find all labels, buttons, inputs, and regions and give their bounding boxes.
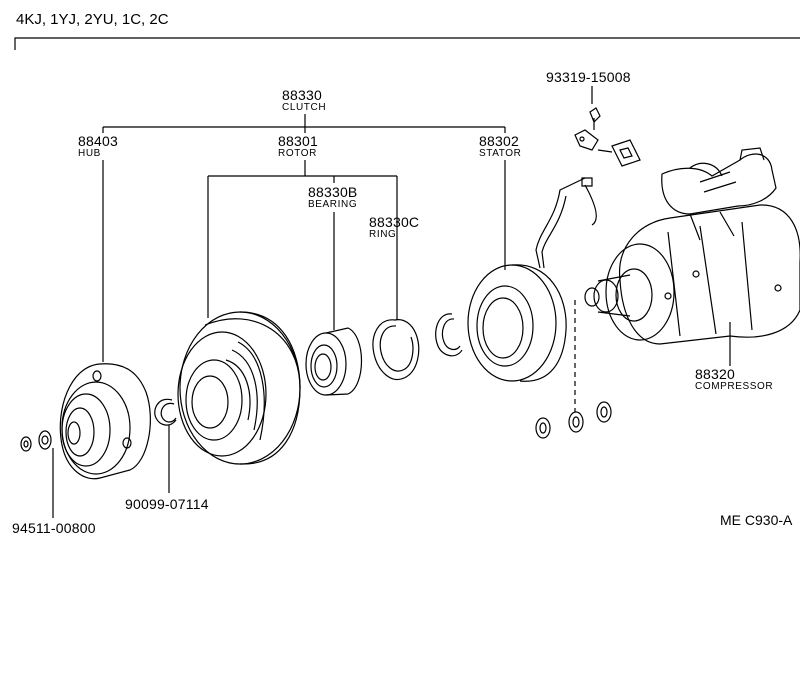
rotor-part (178, 312, 300, 464)
connector-part (575, 108, 640, 166)
frame-line (15, 38, 800, 50)
ring-part-name: RING (369, 229, 397, 240)
stator-part-number: 88302 (479, 133, 519, 149)
bearing-part (306, 328, 362, 395)
stator-part (468, 178, 596, 381)
clutch-part-name: CLUTCH (282, 102, 327, 113)
bearing-part-number: 88330B (308, 184, 358, 200)
ring-part-number: 88330C (369, 214, 420, 230)
bearing-part-name: BEARING (308, 199, 358, 210)
stator-part-name: STATOR (479, 148, 522, 159)
hub-part-name: HUB (78, 148, 101, 159)
shim-parts (536, 300, 611, 438)
ring-part (373, 320, 419, 380)
snap-ring-part (155, 399, 176, 425)
compressor-part-name: COMPRESSOR (695, 381, 774, 392)
rotor-part-number: 88301 (278, 133, 318, 149)
snap-ring-part-number: 90099-07114 (125, 496, 209, 512)
clutch-leader-tree (53, 86, 730, 518)
nut-part-number: 94511-00800 (12, 520, 96, 536)
hub-part (60, 364, 150, 479)
rotor-part-name: ROTOR (278, 148, 317, 159)
diagram-code: ME C930-A (720, 512, 793, 528)
clutch-part-number: 88330 (282, 87, 322, 103)
nut-part (21, 431, 51, 451)
compressor-part (585, 148, 800, 344)
bolt-part-number: 93319-15008 (546, 69, 631, 85)
model-list: 4KJ, 1YJ, 2YU, 1C, 2C (16, 11, 169, 28)
compressor-part-number: 88320 (695, 366, 735, 382)
circlip-part (436, 314, 462, 356)
hub-part-number: 88403 (78, 133, 118, 149)
